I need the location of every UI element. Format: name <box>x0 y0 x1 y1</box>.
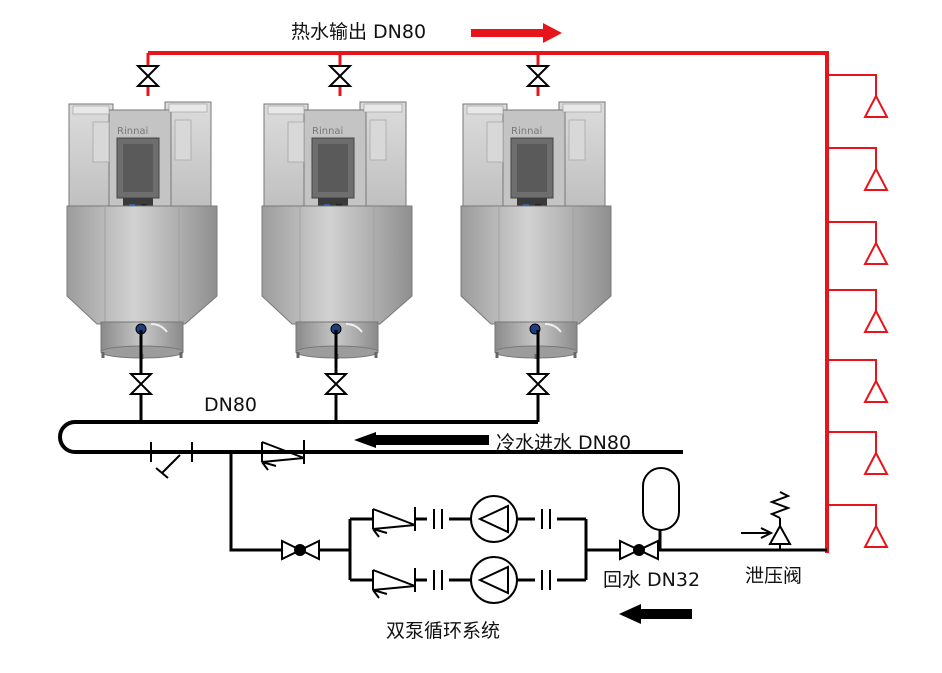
pump-1-check-valve <box>372 506 416 538</box>
cold-check-valve <box>261 439 305 471</box>
hot-valve-2 <box>329 65 351 87</box>
heater-brand-2: Rinnai <box>312 126 343 137</box>
hot-water-pipework <box>146 51 829 553</box>
pump-1-flange-out <box>541 508 551 530</box>
pump-2-flange-in <box>433 569 443 591</box>
water-heater-1: Rinnai <box>65 100 219 361</box>
pump-1-flange-in <box>433 508 443 530</box>
pump-2-icon <box>470 556 518 604</box>
return-label: 回水 DN32 <box>603 569 700 591</box>
hot-valve-1 <box>137 65 159 87</box>
water-heater-3: Rinnai <box>459 100 613 361</box>
hot-output-label: 热水输出 DN80 <box>291 21 426 43</box>
pump-2-check-valve <box>372 567 416 599</box>
return-valve <box>619 539 659 561</box>
pump-valve-left <box>281 539 320 561</box>
cold-valve-3 <box>527 373 549 395</box>
header-size-label: DN80 <box>204 394 257 416</box>
relief-valve-label: 泄压阀 <box>745 565 802 587</box>
heater-brand-3: Rinnai <box>511 126 542 137</box>
hot-outlet-branches <box>827 74 888 548</box>
return-flow-arrow <box>619 604 692 624</box>
cold-flow-arrow <box>354 432 489 448</box>
cold-valve-1 <box>130 373 152 395</box>
cold-valve-2 <box>325 373 347 395</box>
hot-flow-arrow <box>471 23 562 43</box>
pressure-relief-valve-icon <box>741 491 792 550</box>
dual-pump-label: 双泵循环系统 <box>386 620 500 642</box>
cold-header-ball-valve <box>150 442 193 479</box>
water-heater-2: Rinnai <box>260 100 414 361</box>
heater-brand-1: Rinnai <box>117 126 148 137</box>
pump-1-icon <box>470 495 518 543</box>
cold-inlet-label: 冷水进水 DN80 <box>496 432 631 454</box>
expansion-tank <box>642 467 680 531</box>
pump-2-flange-out <box>541 569 551 591</box>
hot-valve-3 <box>527 65 549 87</box>
cold-water-pipework <box>58 330 827 582</box>
